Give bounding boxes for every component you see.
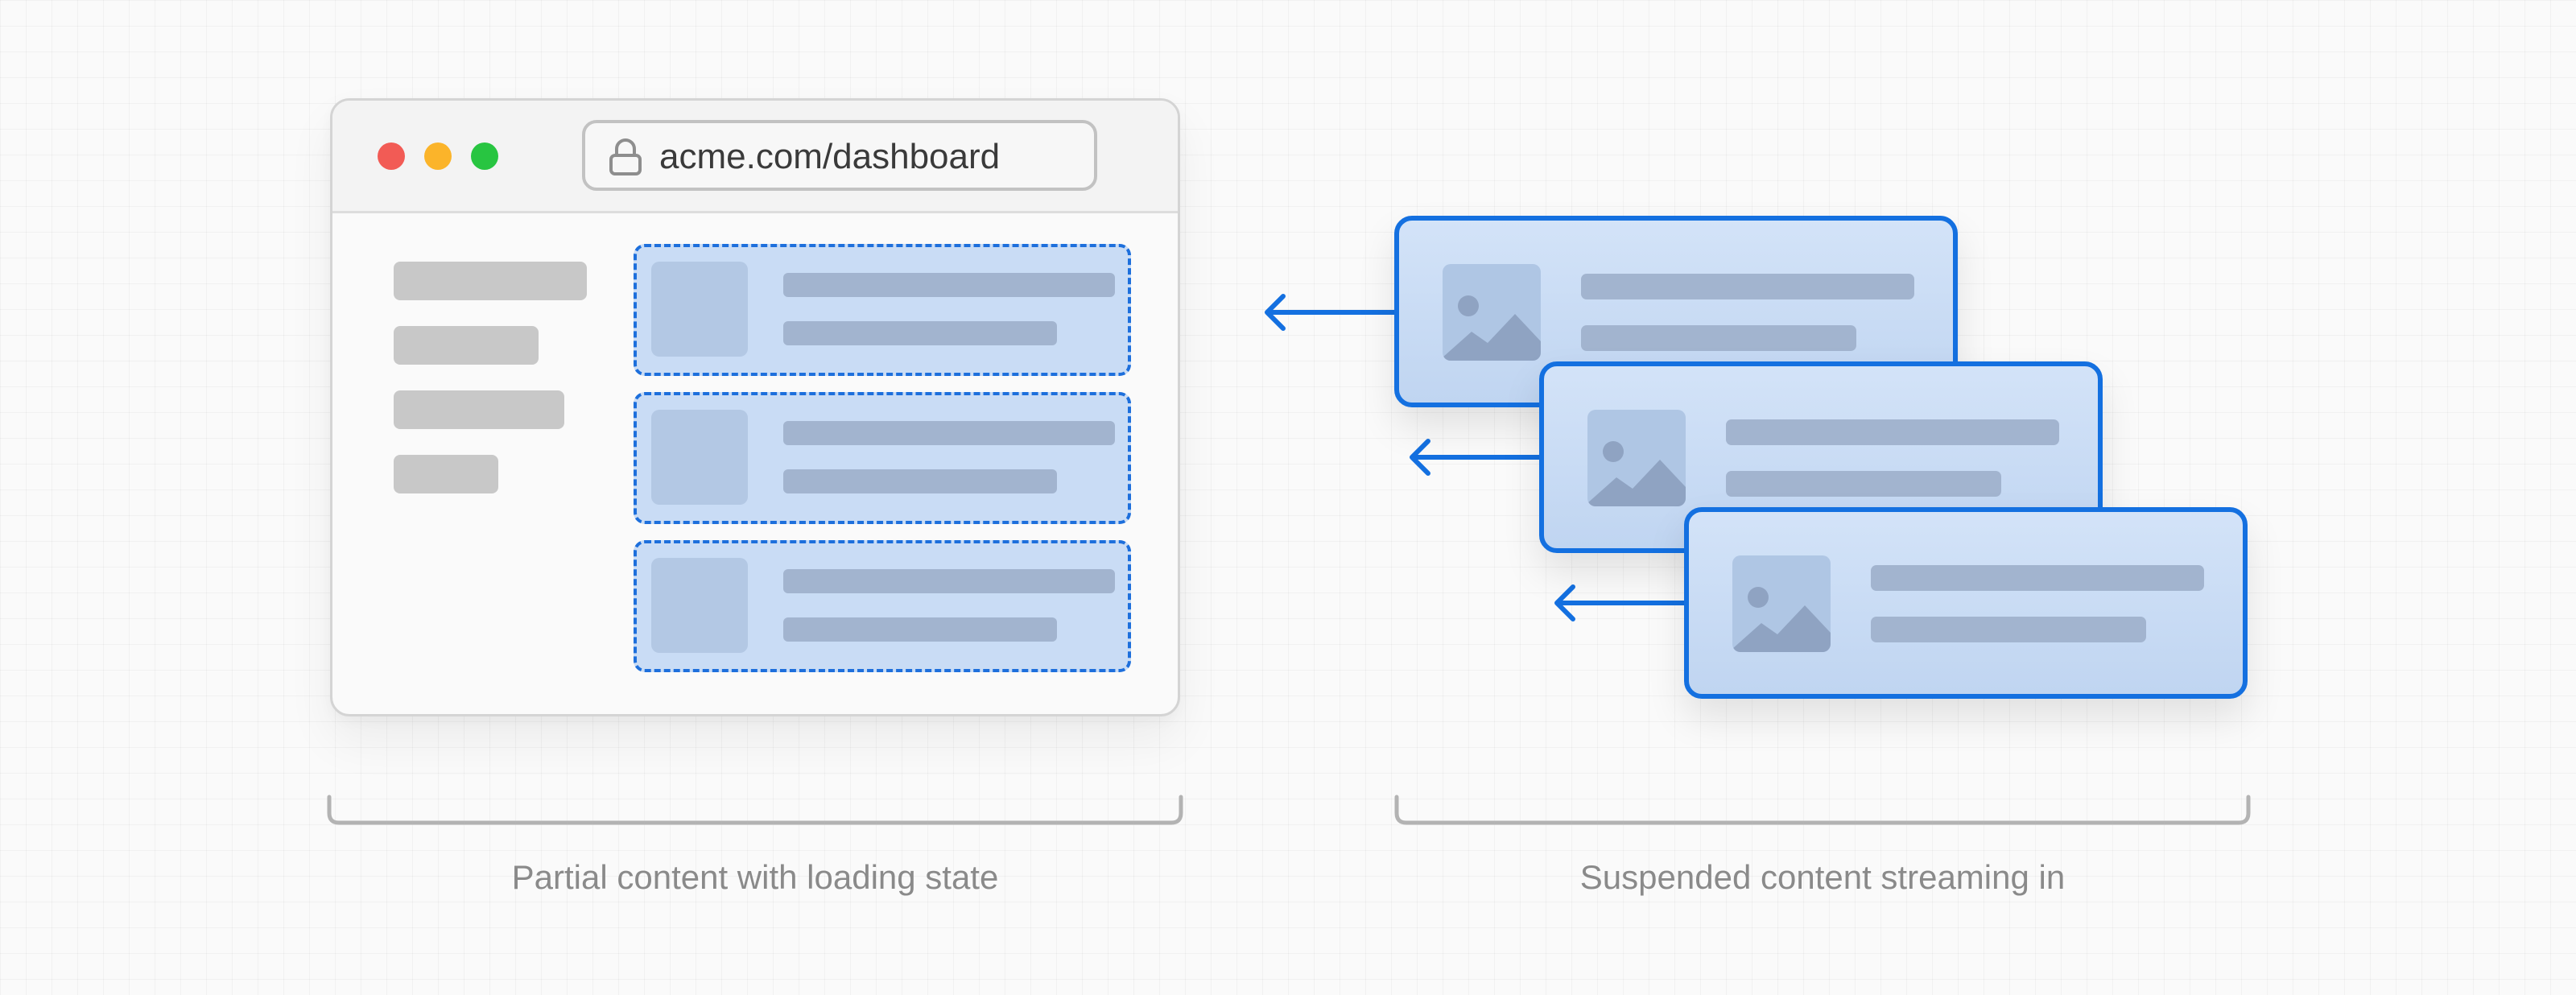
image-placeholder <box>1587 410 1686 506</box>
close-dot[interactable] <box>378 142 405 170</box>
bracket-left <box>327 795 1183 825</box>
skeleton-line <box>783 273 1115 297</box>
lock-icon <box>609 138 642 175</box>
skeleton-thumbnail <box>651 262 748 357</box>
skeleton-line <box>783 421 1115 445</box>
skeleton-line <box>783 321 1057 345</box>
sidebar-placeholder <box>394 326 539 365</box>
sidebar-placeholder <box>394 390 564 429</box>
minimize-dot[interactable] <box>424 142 452 170</box>
bracket-right <box>1394 795 2251 825</box>
content-line <box>1726 471 2001 497</box>
image-placeholder <box>1732 555 1831 652</box>
address-url: acme.com/dashboard <box>659 137 1001 176</box>
content-line <box>1581 325 1856 351</box>
arrow-left-icon <box>1265 294 1400 331</box>
streaming-card <box>1684 507 2248 699</box>
image-placeholder <box>1443 264 1541 361</box>
skeleton-row <box>634 540 1131 672</box>
arrow-left-icon <box>1410 439 1545 476</box>
browser-window: acme.com/dashboard <box>330 98 1180 716</box>
skeleton-line <box>783 617 1057 642</box>
address-bar[interactable]: acme.com/dashboard <box>582 120 1097 191</box>
skeleton-row <box>634 392 1131 524</box>
content-line <box>1871 617 2146 642</box>
skeleton-thumbnail <box>651 558 748 653</box>
image-icon <box>1732 587 1831 652</box>
skeleton-line <box>783 569 1115 593</box>
caption-left: Partial content with loading state <box>511 858 999 896</box>
skeleton-line <box>783 469 1057 493</box>
sidebar-placeholder <box>394 455 498 493</box>
browser-titlebar: acme.com/dashboard <box>332 101 1178 213</box>
caption-right: Suspended content streaming in <box>1579 858 2066 896</box>
content-line <box>1726 419 2059 445</box>
maximize-dot[interactable] <box>471 142 498 170</box>
content-line <box>1871 565 2204 591</box>
image-icon <box>1443 295 1541 361</box>
content-line <box>1581 274 1914 299</box>
skeleton-row <box>634 244 1131 376</box>
sidebar-placeholder <box>394 262 587 300</box>
image-icon <box>1587 441 1686 506</box>
skeleton-thumbnail <box>651 410 748 505</box>
arrow-left-icon <box>1554 584 1690 621</box>
